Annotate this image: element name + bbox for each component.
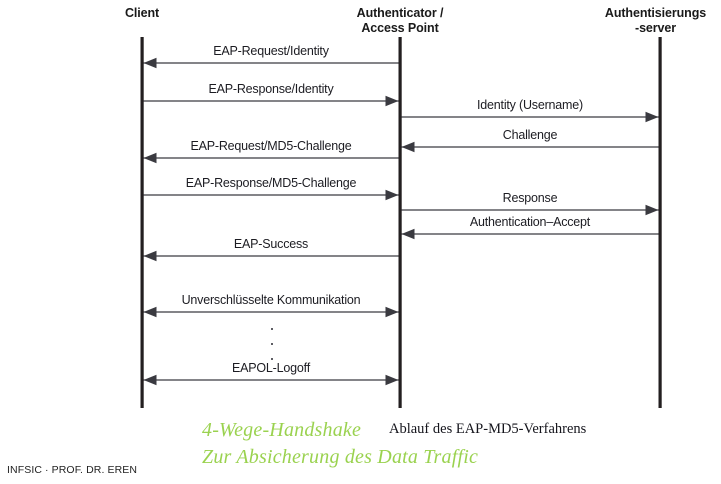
arrowhead <box>143 152 157 164</box>
message-label-eap-response-md5-challenge: EAP-Response/MD5-Challenge <box>185 176 357 190</box>
lifeline-header-client: Client <box>82 6 202 21</box>
ellipsis-dot-3 <box>271 358 273 360</box>
message-eapol-logoff[interactable] <box>143 374 399 386</box>
arrowhead <box>385 95 399 107</box>
caption-diagram-title: Ablauf des EAP-MD5-Verfahrens <box>389 421 587 437</box>
arrowhead <box>385 374 399 386</box>
message-label-eap-response-identity: EAP-Response/Identity <box>208 82 334 96</box>
message-label-unverschluesselte-kommunikation: Unverschlüsselte Kommunikation <box>181 293 361 307</box>
caption-green-line1: 4-Wege-Handshake <box>202 419 362 441</box>
lifeline-group <box>140 37 662 408</box>
lifeline-header-auth-server-line2: -server <box>635 21 676 35</box>
message-label-authentication-accept: Authentication–Accept <box>469 215 591 229</box>
arrowhead <box>645 111 659 123</box>
lifeline-header-authenticator-line1: Authenticator / <box>356 6 444 20</box>
arrowhead <box>645 204 659 216</box>
message-authentication-accept[interactable] <box>401 228 659 240</box>
message-label-eap-request-identity: EAP-Request/Identity <box>213 44 329 58</box>
lifeline-header-auth-server: Authentisierungs -server <box>590 6 721 36</box>
message-eap-request-identity[interactable] <box>143 57 399 69</box>
lifeline-header-authenticator-line2: Access Point <box>361 21 439 35</box>
message-response[interactable] <box>401 204 659 216</box>
message-arrow-group <box>143 57 659 386</box>
lifeline-authenticator <box>398 37 402 408</box>
caption-green-line2: Zur Absicherung des Data Traffic <box>202 446 479 468</box>
lifeline-header-auth-server-line1: Authentisierungs <box>604 6 707 20</box>
message-label-eapol-logoff: EAPOL-Logoff <box>232 361 310 375</box>
message-unverschluesselte-kommunikation[interactable] <box>143 306 399 318</box>
message-label-eap-request-md5-challenge: EAP-Request/MD5-Challenge <box>190 139 352 153</box>
arrowhead <box>385 306 399 318</box>
message-eap-request-md5-challenge[interactable] <box>143 152 399 164</box>
arrowhead <box>385 189 399 201</box>
ellipsis-dot-1 <box>271 328 273 330</box>
arrowhead <box>401 141 415 153</box>
message-label-identity-username: Identity (Username) <box>477 98 583 112</box>
lifeline-header-client-line1: Client <box>124 6 160 20</box>
arrowhead <box>143 306 157 318</box>
lifeline-auth-server <box>658 37 662 408</box>
arrowhead <box>143 57 157 69</box>
lifeline-header-authenticator: Authenticator / Access Point <box>330 6 470 36</box>
footer-attribution: INFSIC · PROF. DR. EREN <box>7 464 138 476</box>
ellipsis-dot-2 <box>271 343 273 345</box>
arrowhead <box>401 228 415 240</box>
arrowhead <box>143 374 157 386</box>
message-label-challenge: Challenge <box>502 128 558 142</box>
message-challenge[interactable] <box>401 141 659 153</box>
message-eap-success[interactable] <box>143 250 399 262</box>
arrowhead <box>143 250 157 262</box>
lifeline-client <box>140 37 144 408</box>
message-label-eap-success: EAP-Success <box>233 237 309 251</box>
message-eap-response-identity[interactable] <box>143 95 399 107</box>
message-identity-username[interactable] <box>401 111 659 123</box>
message-eap-response-md5-challenge[interactable] <box>143 189 399 201</box>
message-label-response: Response <box>502 191 558 205</box>
